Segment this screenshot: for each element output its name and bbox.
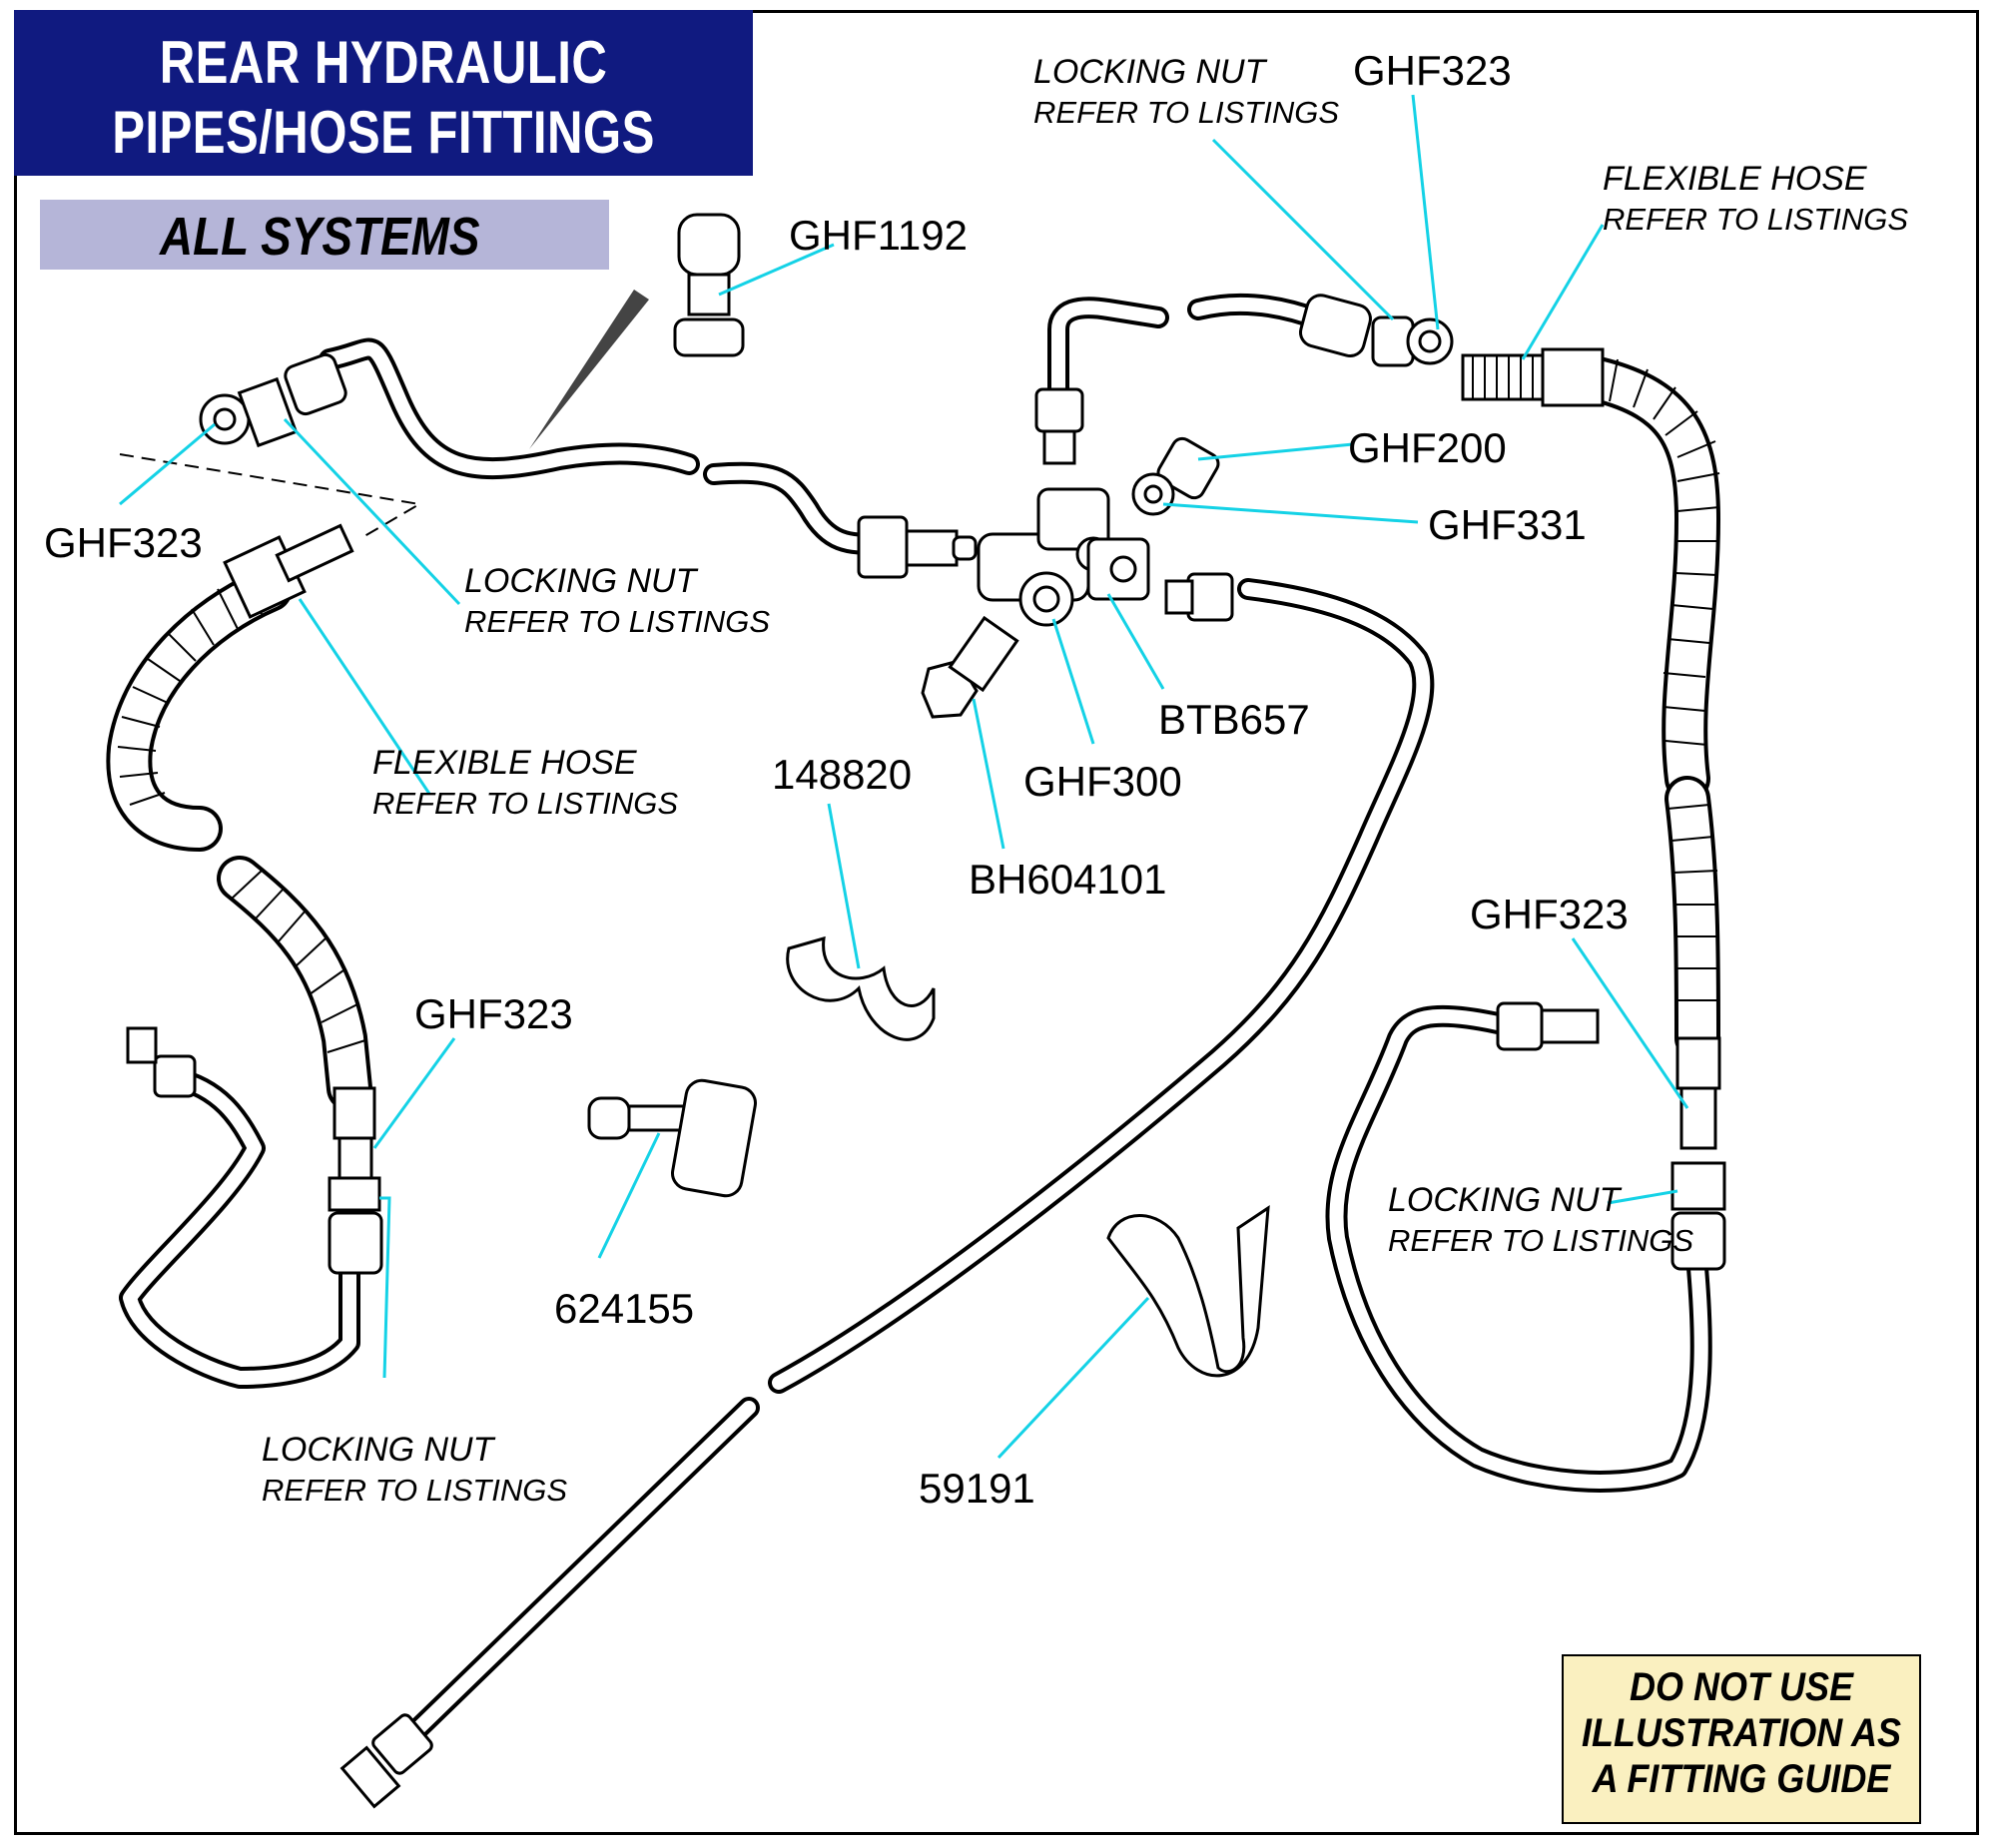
upper-right-pipe: [1047, 293, 1329, 405]
label-ghf300: GHF300: [1023, 758, 1182, 805]
label-ghf1192: GHF1192: [789, 212, 968, 259]
left-union-nut-assembly: [199, 352, 347, 448]
label-bh604101: BH604101: [969, 856, 1167, 903]
note-locking-nut-right-sub: REFER TO LISTINGS: [1388, 1223, 1693, 1258]
long-diagonal-pipe: [398, 578, 1435, 1748]
label-624155: 624155: [554, 1285, 694, 1332]
fitting-guide-warning: DO NOT USE ILLUSTRATION AS A FITTING GUI…: [1562, 1654, 1921, 1824]
label-59191: 59191: [919, 1465, 1035, 1512]
note-locking-nut-top-title: LOCKING NUT: [1033, 53, 1268, 91]
lower-right-hose-end: [1670, 1036, 1726, 1271]
upper-left-pipe: [319, 337, 700, 480]
leader-lines: [119, 94, 1689, 1460]
624155-clip: [587, 1078, 757, 1198]
label-ghf323-top: GHF323: [1353, 47, 1512, 94]
note-flexible-hose-top-right-sub: REFER TO LISTINGS: [1603, 202, 1908, 237]
note-flexible-hose-left-sub: REFER TO LISTINGS: [372, 786, 678, 821]
warning-line-2: ILLUSTRATION AS: [1582, 1711, 1901, 1755]
label-ghf200: GHF200: [1348, 424, 1507, 471]
lower-left-pipe: [119, 1067, 360, 1389]
bh604101-bolt: [921, 615, 1019, 719]
label-ghf323-right: GHF323: [1470, 891, 1629, 937]
note-locking-nut-center-sub: REFER TO LISTINGS: [464, 604, 770, 639]
warning-line-1: DO NOT USE: [1629, 1665, 1854, 1709]
title-line-2: PIPES/HOSE FITTINGS: [112, 99, 655, 166]
center-left-nut: [857, 515, 978, 579]
subtitle-banner: ALL SYSTEMS: [40, 200, 609, 270]
note-locking-nut-right-title: LOCKING NUT: [1388, 1181, 1623, 1219]
title-line-1: REAR HYDRAULIC: [159, 29, 608, 96]
warning-line-3: A FITTING GUIDE: [1592, 1757, 1891, 1801]
ghf1192-pointer-wedge: [529, 290, 649, 449]
part-labels: GHF1192 GHF323 GHF323 GHF323 GHF323 GHF2…: [44, 47, 1629, 1512]
bottom-pipe-end-fitting: [339, 1713, 433, 1809]
note-flexible-hose-left-title: FLEXIBLE HOSE: [372, 744, 637, 782]
title-banner: REAR HYDRAULIC PIPES/HOSE FITTINGS: [14, 10, 753, 176]
lower-right-pipe-end-fitting: [1496, 1001, 1600, 1051]
right-flexible-hose: [1461, 347, 1720, 1061]
lower-right-pipe: [1325, 1004, 1712, 1493]
note-locking-nut-center-title: LOCKING NUT: [464, 562, 699, 600]
ghf1192-fitting: [673, 213, 745, 357]
59191-clip: [1106, 1205, 1270, 1378]
upper-right-male-fitting: [1034, 387, 1084, 465]
label-btb657: BTB657: [1158, 696, 1310, 743]
ghf200-nut: [1156, 436, 1220, 500]
lower-left-hose-end: [328, 1086, 383, 1275]
upper-right-union-nut: [1299, 294, 1454, 367]
note-flexible-hose-top-right-title: FLEXIBLE HOSE: [1603, 160, 1867, 198]
notes: LOCKING NUT REFER TO LISTINGS FLEXIBLE H…: [262, 53, 1908, 1508]
left-flexible-hose: [106, 523, 372, 1111]
right-center-male-fitting: [1164, 572, 1234, 622]
ghf331-washer: [1131, 472, 1175, 516]
ghf300-washer: [1018, 571, 1074, 627]
note-locking-nut-bottom-left-title: LOCKING NUT: [262, 1431, 496, 1469]
note-locking-nut-top-sub: REFER TO LISTINGS: [1033, 95, 1339, 130]
label-ghf323-mid-left: GHF323: [414, 990, 573, 1037]
upper-center-pipe: [703, 461, 890, 555]
label-ghf323-left: GHF323: [44, 519, 203, 566]
subtitle-text: ALL SYSTEMS: [160, 207, 480, 267]
note-locking-nut-bottom-left-sub: REFER TO LISTINGS: [262, 1473, 567, 1508]
center-tee-union: [977, 487, 1150, 602]
label-ghf331: GHF331: [1428, 501, 1587, 548]
label-148820: 148820: [772, 751, 912, 798]
lower-left-pipe-end-fitting: [126, 1026, 197, 1098]
148820-clip: [786, 935, 936, 1041]
diagram-frame: [14, 10, 1979, 1835]
reference-dashed-line: [119, 453, 422, 540]
